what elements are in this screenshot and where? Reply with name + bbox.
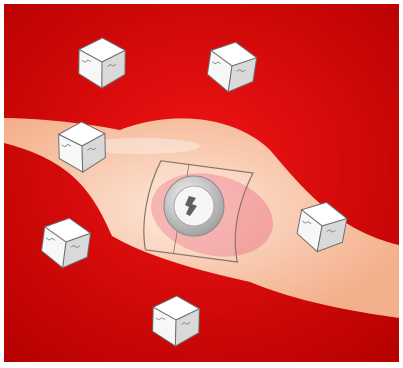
lock-icon	[164, 176, 224, 236]
